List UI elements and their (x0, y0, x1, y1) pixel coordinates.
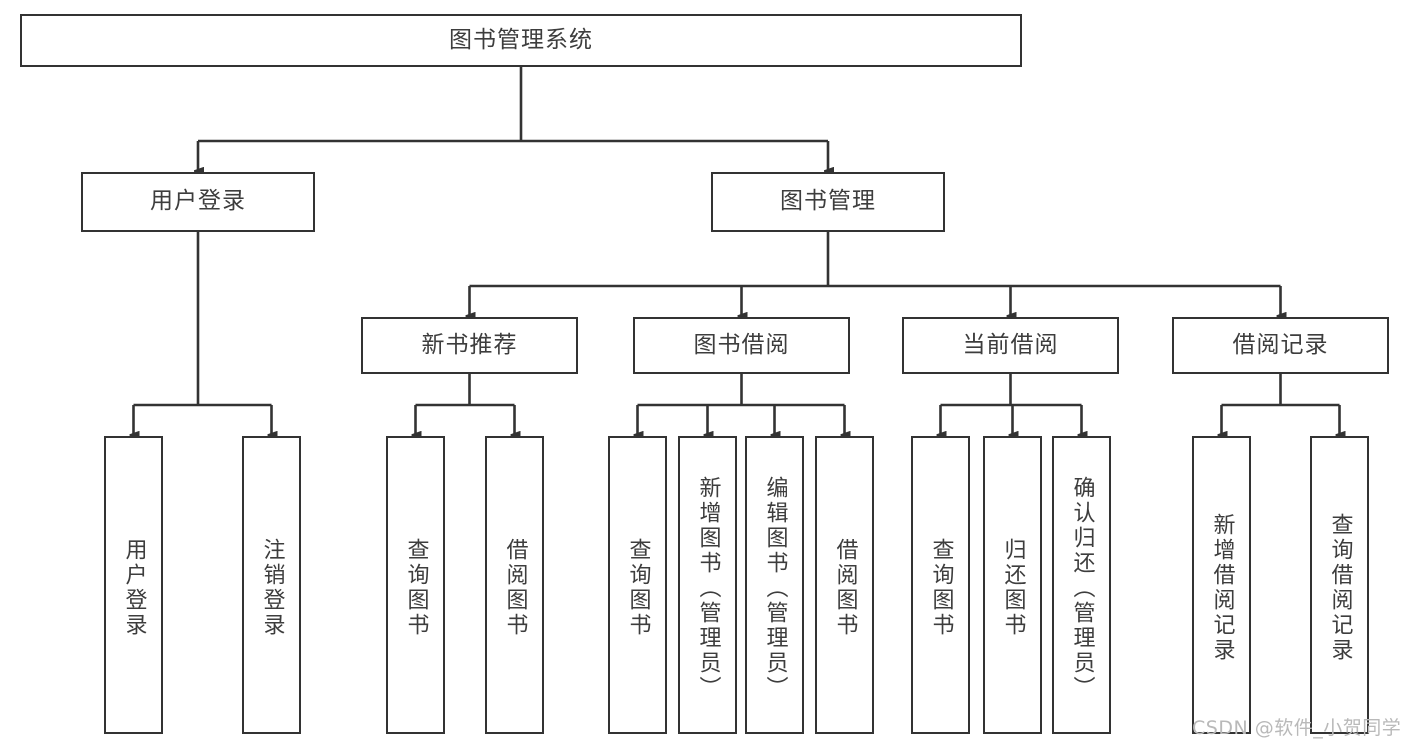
node-leaf-user-logout[interactable]: 注销登录 (242, 436, 301, 734)
node-label: 查询图书 (625, 538, 651, 638)
node-label: 查询图书 (403, 538, 429, 638)
node-label: 用户登录 (121, 538, 147, 638)
node-leaf-user-login[interactable]: 用户登录 (104, 436, 163, 734)
node-borrow-record[interactable]: 借阅记录 (1172, 317, 1389, 374)
node-label: 图书借阅 (693, 331, 790, 358)
node-label: 注销登录 (259, 538, 285, 638)
node-leaf-rec-add[interactable]: 新增借阅记录 (1192, 436, 1251, 734)
node-label: 确认归还（管理员） (1069, 475, 1095, 701)
node-current-borrow[interactable]: 当前借阅 (902, 317, 1119, 374)
node-label: 新增图书（管理员） (695, 475, 721, 701)
node-label: 图书管理 (780, 188, 876, 215)
node-leaf-brw-edit[interactable]: 编辑图书（管理员） (745, 436, 804, 734)
node-label: 当前借阅 (962, 331, 1059, 358)
node-label: 新书推荐 (421, 331, 518, 358)
node-leaf-brw-borrow[interactable]: 借阅图书 (815, 436, 874, 734)
node-leaf-brw-add[interactable]: 新增图书（管理员） (678, 436, 737, 734)
csdn-watermark: CSDN @软件_小贺同学 (1192, 717, 1402, 739)
node-label: 借阅图书 (832, 538, 858, 638)
node-label: 新增借阅记录 (1209, 513, 1235, 663)
node-new-book-rec[interactable]: 新书推荐 (361, 317, 578, 374)
node-book-manage[interactable]: 图书管理 (711, 172, 945, 232)
node-leaf-cur-confirm[interactable]: 确认归还（管理员） (1052, 436, 1111, 734)
node-leaf-rec-search[interactable]: 查询借阅记录 (1310, 436, 1369, 734)
node-label: 查询借阅记录 (1327, 513, 1353, 663)
node-leaf-rec-query[interactable]: 查询图书 (386, 436, 445, 734)
node-user-login[interactable]: 用户登录 (81, 172, 315, 232)
node-root[interactable]: 图书管理系统 (20, 14, 1022, 67)
node-leaf-cur-return[interactable]: 归还图书 (983, 436, 1042, 734)
node-label: 借阅图书 (502, 538, 528, 638)
node-label: 编辑图书（管理员） (762, 475, 788, 701)
node-label: 用户登录 (150, 188, 246, 215)
node-label: 归还图书 (1000, 538, 1026, 638)
node-leaf-rec-borrow[interactable]: 借阅图书 (485, 436, 544, 734)
node-label: 查询图书 (928, 538, 954, 638)
node-leaf-cur-query[interactable]: 查询图书 (911, 436, 970, 734)
node-label: 借阅记录 (1232, 331, 1329, 358)
node-leaf-brw-query[interactable]: 查询图书 (608, 436, 667, 734)
node-label: 图书管理系统 (449, 26, 593, 53)
node-book-borrow[interactable]: 图书借阅 (633, 317, 850, 374)
